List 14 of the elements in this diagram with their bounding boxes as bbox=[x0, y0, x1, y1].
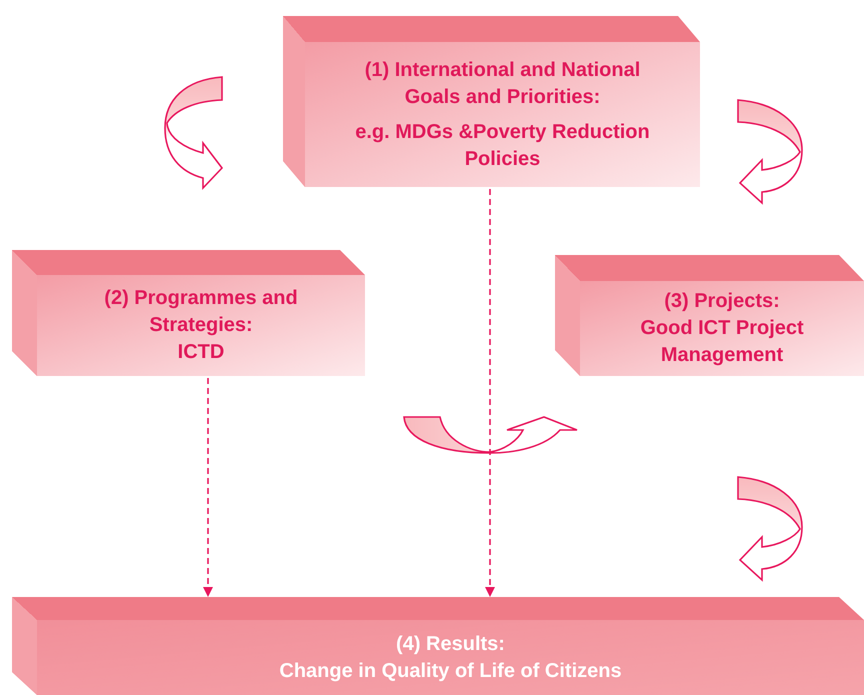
node-text: ICTD bbox=[178, 340, 224, 365]
box-3d bbox=[555, 255, 864, 376]
node-heading: (2) Programmes and Strategies: bbox=[103, 286, 299, 338]
node-text: Good ICT Project Management bbox=[639, 316, 805, 368]
node-heading: (4) Results: bbox=[396, 632, 505, 656]
node-heading: (3) Projects: bbox=[664, 289, 780, 314]
dashed-arrow bbox=[485, 189, 495, 597]
node-text: e.g. MDGs &Poverty Reduction Policies bbox=[355, 120, 650, 172]
dashed-arrow bbox=[203, 378, 213, 597]
box-3d bbox=[12, 597, 864, 695]
box-3d bbox=[12, 250, 365, 376]
node-heading: (1) International and National Goals and Priorities: bbox=[364, 58, 642, 110]
node-text: Change in Quality of Life of Citizens bbox=[279, 658, 622, 684]
box-3d bbox=[283, 16, 700, 187]
